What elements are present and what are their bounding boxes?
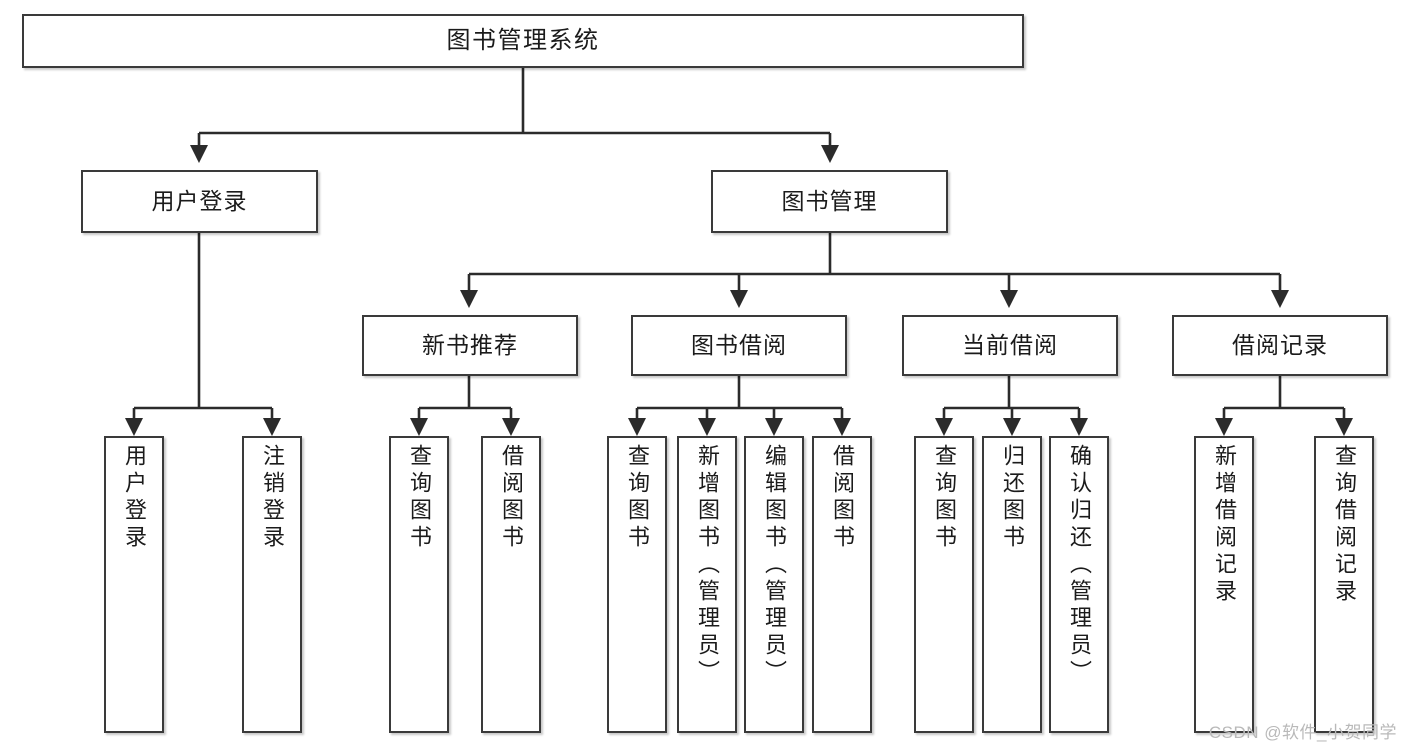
node-label: 注销登录 [260,444,285,552]
node-label: 借阅图书 [499,444,524,552]
node-user-login[interactable]: 用户登录 [81,170,318,233]
node-label: 编辑图书（管理员） [762,444,787,687]
node-label: 借阅记录 [1232,331,1328,358]
node-label: 图书借阅 [691,331,787,358]
node-label: 新增图书（管理员） [695,444,720,687]
node-book-borrowing[interactable]: 图书借阅 [631,315,847,376]
node-borrowing-records[interactable]: 借阅记录 [1172,315,1388,376]
leaf-borrow-book-new-book-rec[interactable]: 借阅图书 [481,436,541,733]
leaf-add-book-admin[interactable]: 新增图书（管理员） [677,436,737,733]
node-new-book-recommendation[interactable]: 新书推荐 [362,315,578,376]
node-label: 图书管理 [781,187,878,214]
leaf-query-borrowing-record[interactable]: 查询借阅记录 [1314,436,1374,733]
node-label: 借阅图书 [830,444,855,552]
node-label: 查询图书 [407,444,432,552]
leaf-edit-book-admin[interactable]: 编辑图书（管理员） [744,436,804,733]
node-label: 图书管理系统 [446,26,600,54]
node-current-borrowing[interactable]: 当前借阅 [902,315,1118,376]
leaf-logout[interactable]: 注销登录 [242,436,302,733]
node-label: 用户登录 [151,187,248,214]
node-book-management[interactable]: 图书管理 [711,170,948,233]
node-label: 新增借阅记录 [1212,444,1237,606]
csdn-watermark: CSDN @软件_小贺同学 [1208,723,1397,742]
leaf-query-book-current-borrow[interactable]: 查询图书 [914,436,974,733]
leaf-query-book-new-book-rec[interactable]: 查询图书 [389,436,449,733]
leaf-add-borrowing-record[interactable]: 新增借阅记录 [1194,436,1254,733]
node-label: 当前借阅 [962,331,1058,358]
leaf-confirm-return-admin[interactable]: 确认归还（管理员） [1049,436,1109,733]
node-label: 查询借阅记录 [1332,444,1357,606]
node-label: 查询图书 [625,444,650,552]
leaf-user-login[interactable]: 用户登录 [104,436,164,733]
node-root-book-management-system[interactable]: 图书管理系统 [22,14,1024,68]
node-label: 新书推荐 [422,331,518,358]
leaf-borrow-book-book-borrow[interactable]: 借阅图书 [812,436,872,733]
node-label: 用户登录 [122,444,147,552]
node-label: 查询图书 [932,444,957,552]
node-label: 归还图书 [1000,444,1025,552]
leaf-query-book-book-borrow[interactable]: 查询图书 [607,436,667,733]
node-label: 确认归还（管理员） [1067,444,1092,687]
leaf-return-book[interactable]: 归还图书 [982,436,1042,733]
